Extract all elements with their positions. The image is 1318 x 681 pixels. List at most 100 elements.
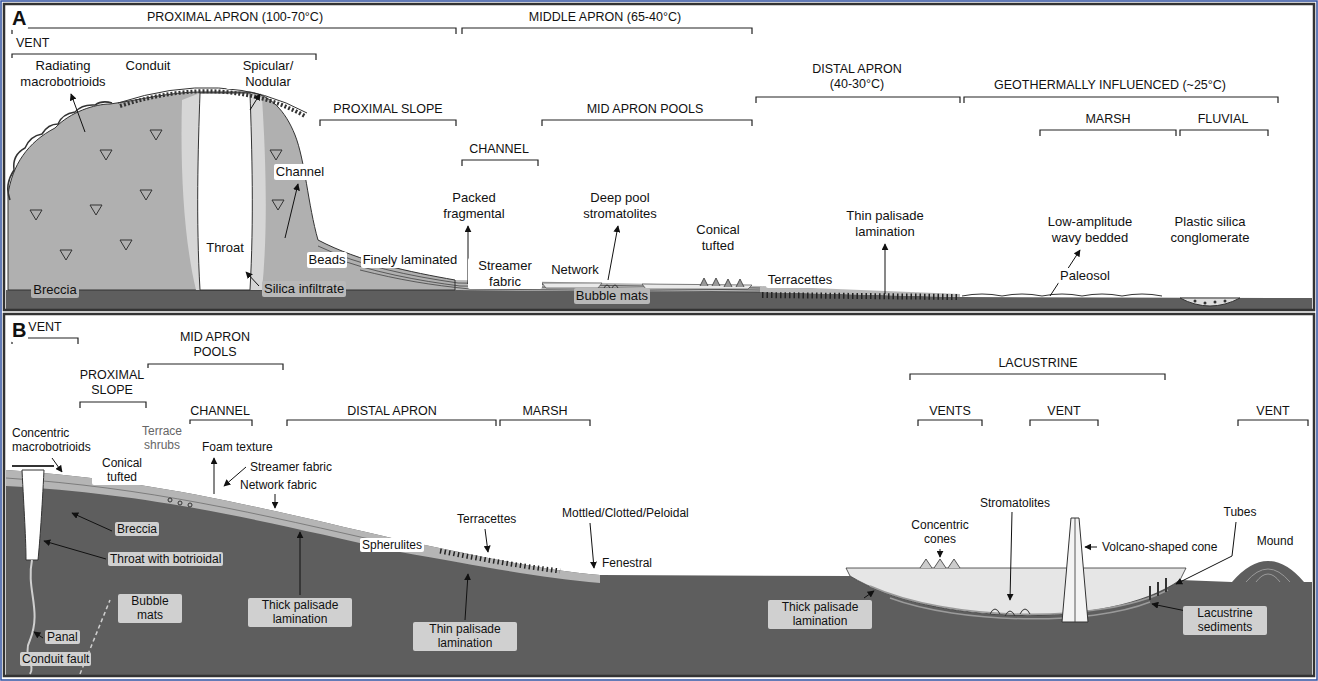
- apron-laminae: [1194, 300, 1197, 303]
- feature-label: Panal: [45, 630, 80, 644]
- zone-bracket: [542, 120, 752, 126]
- feature-label: Conical tufted: [92, 456, 152, 485]
- apron-laminae: [1204, 302, 1207, 305]
- feature-label: Breccia: [115, 522, 159, 536]
- feature-label: Terracettes: [766, 272, 834, 288]
- feature-label: Thin palisade lamination: [413, 622, 517, 651]
- feature-label: Mottled/Clotted/Peloidal: [560, 506, 691, 520]
- feature-label: Spherulites: [360, 538, 424, 552]
- zone-label: VENT: [1045, 404, 1082, 419]
- leader-line: [485, 529, 488, 552]
- ground-layer: [6, 470, 1312, 675]
- zone-label: MARSH: [1083, 112, 1132, 127]
- zone-bracket: [910, 374, 1165, 380]
- vent-conduit: [22, 470, 44, 560]
- zone-bracket: [320, 120, 456, 126]
- feature-label: Conical tufted: [681, 222, 755, 253]
- zone-bracket: [1030, 420, 1098, 426]
- feature-label: Volcano-shaped cone: [1100, 540, 1219, 554]
- feature-label: Paleosol: [1058, 268, 1112, 284]
- leader-line: [34, 632, 43, 638]
- feature-label: Conduit: [124, 58, 173, 74]
- vent-mound: [8, 102, 112, 200]
- feature-label: Thick palisade lamination: [248, 598, 352, 627]
- feature-label: Streamer fabric: [468, 258, 542, 289]
- vent-mound: [30, 130, 284, 260]
- feature-label: Bubble mats: [118, 594, 182, 623]
- feature-label: Thick palisade lamination: [768, 600, 872, 629]
- zone-label: MID APRON POOLS: [585, 102, 706, 117]
- apron-laminae: [318, 246, 1240, 306]
- vent-conduit: [12, 466, 110, 674]
- zone-bracket: [964, 97, 1278, 103]
- zone-bracket: [80, 402, 146, 408]
- apron-laminae: [762, 295, 958, 297]
- feature-label: Breccia: [31, 282, 78, 298]
- zone-label: PROXIMAL SLOPE: [70, 368, 154, 398]
- vent-mound: [198, 93, 253, 290]
- ground-layer: [168, 498, 172, 502]
- leader-line: [34, 94, 1236, 638]
- zone-label: VENTS: [927, 404, 973, 419]
- feature-label: Terrace shrubs: [130, 424, 194, 453]
- zone-label: DISTAL APRON: [345, 404, 439, 419]
- leader-line: [275, 494, 276, 508]
- lake-basin: [1246, 569, 1290, 582]
- leader-line: [52, 458, 62, 472]
- feature-label: Plastic silica conglomerate: [1153, 214, 1267, 245]
- leader-line: [590, 523, 594, 568]
- zone-label: MID APRON POOLS: [168, 330, 262, 360]
- leader-line: [250, 94, 260, 110]
- zone-bracket: [12, 28, 456, 34]
- zone-label: GEOTHERMALLY INFLUENCED (~25°C): [992, 78, 1228, 93]
- zone-bracket: [190, 420, 252, 426]
- apron-laminae: [700, 278, 744, 287]
- zone-label: MIDDLE APRON (65-40°C): [527, 10, 683, 25]
- feature-label: Network: [549, 262, 601, 278]
- leader-line: [940, 549, 941, 557]
- zone-label: FLUVIAL: [1196, 112, 1251, 127]
- feature-label: Terracettes: [455, 512, 518, 526]
- panel-letter: A: [10, 6, 28, 30]
- ground-layer: [6, 290, 1312, 309]
- leader-line: [1010, 512, 1012, 600]
- feature-label: Packed fragmental: [427, 190, 521, 221]
- zone-bracket: [918, 420, 982, 426]
- feature-label: Lacustrine sediments: [1183, 606, 1267, 635]
- zone-label: MARSH: [520, 404, 569, 419]
- leader-line: [44, 541, 106, 559]
- apron-laminae: [1224, 300, 1227, 303]
- feature-label: Streamer fabric: [248, 460, 334, 474]
- feature-label: Fenestral: [600, 556, 654, 570]
- zone-bracket: [148, 364, 283, 370]
- feature-label: Channel: [274, 164, 326, 180]
- feature-label: Finely laminated: [361, 252, 460, 268]
- zone-label: VENT: [26, 320, 63, 335]
- ground-layer: [188, 503, 192, 507]
- lake-basin: [990, 609, 1030, 616]
- zone-label: DISTAL APRON (40-30°C): [800, 62, 914, 92]
- zone-bracket: [1238, 420, 1308, 426]
- ground-layer: [440, 551, 560, 571]
- zone-label: PROXIMAL APRON (100-70°C): [145, 10, 325, 25]
- leader-line: [864, 591, 874, 598]
- leader-line: [71, 94, 85, 132]
- feature-label: Stromatolites: [978, 496, 1052, 510]
- feature-label: Throat with botrioidal: [108, 552, 223, 566]
- feature-label: Bubble mats: [574, 288, 650, 304]
- vent-conduit: [12, 465, 54, 467]
- zone-label: PROXIMAL SLOPE: [331, 102, 444, 117]
- leader-line: [465, 574, 468, 620]
- apron-laminae: [1180, 298, 1240, 306]
- ground-layer: [6, 470, 1312, 675]
- feature-label: Concentric cones: [903, 518, 977, 547]
- feature-label: Deep pool stromatolites: [563, 190, 677, 221]
- zone-bracket: [756, 97, 960, 103]
- apron-laminae: [642, 284, 752, 289]
- leader-line: [246, 272, 259, 286]
- leader-line: [72, 513, 112, 531]
